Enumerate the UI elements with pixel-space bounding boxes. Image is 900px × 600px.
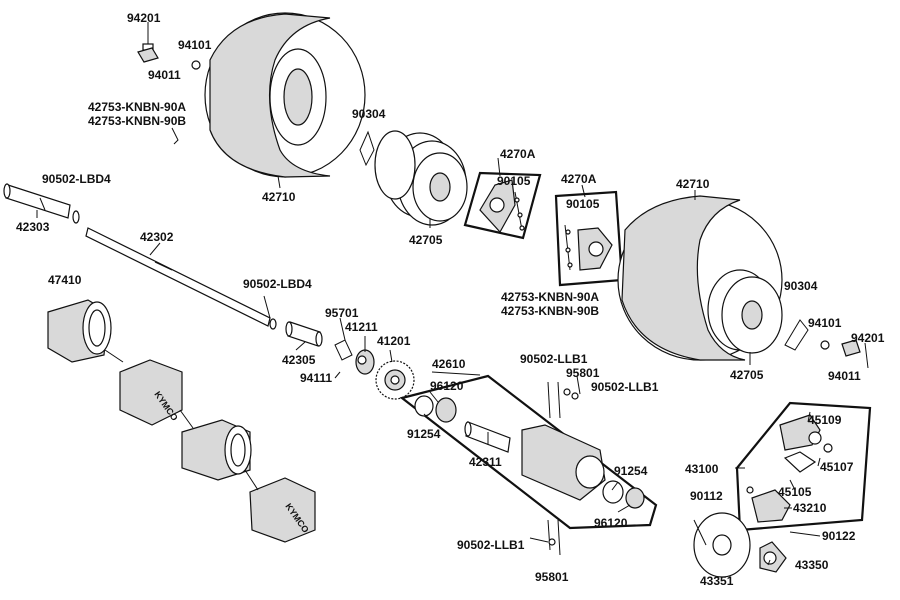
part-label: 42705: [730, 368, 764, 382]
collar-icon: [269, 318, 323, 347]
disc-hub-icon: [759, 541, 787, 573]
part-label: 42610: [432, 357, 466, 371]
valve-stem-icon: [784, 319, 869, 369]
part-label: 90112: [690, 489, 723, 503]
part-label: 41211: [345, 320, 378, 334]
part-label: 43100: [685, 462, 719, 476]
axle-housing-group: [399, 374, 658, 530]
part-label: 96120: [594, 516, 628, 530]
part-label: 95801: [535, 570, 569, 584]
part-label: 42311: [469, 455, 502, 469]
part-label: 4270A: [561, 172, 597, 186]
part-label: 45105: [778, 485, 812, 499]
protector-cover-icon: KYMCO: [119, 359, 183, 426]
part-label: 91254: [614, 464, 648, 478]
part-label: 42302: [140, 230, 174, 244]
part-label: 42753-KNBN-90A: [88, 100, 186, 114]
brake-disc-icon: [693, 512, 751, 578]
part-label: 94011: [828, 369, 861, 383]
part-label: 94101: [808, 316, 842, 330]
part-label: 42305: [282, 353, 316, 367]
part-label: 90502-LBD4: [243, 277, 312, 291]
part-label: 4270A: [500, 147, 536, 161]
sprocket-hub-icon: [334, 339, 375, 375]
part-label: 90502-LBD4: [42, 172, 111, 186]
part-label: 43351: [700, 574, 734, 588]
part-label: 90502-LLB1: [520, 352, 588, 366]
part-label: 45107: [820, 460, 854, 474]
tire-icon: [204, 12, 366, 178]
part-label: 95701: [325, 306, 359, 320]
part-label: 42303: [16, 220, 50, 234]
axle-icon: [85, 227, 271, 327]
valve-stem-icon: [137, 22, 201, 145]
part-label: 90105: [566, 197, 600, 211]
part-label: 42753-KNBN-90B: [88, 114, 186, 128]
part-label: 90105: [497, 174, 531, 188]
part-label: 90304: [352, 107, 386, 121]
part-label: 43350: [795, 558, 829, 572]
hub-assembly-group: [463, 171, 542, 240]
protector-cover-icon: [47, 299, 112, 363]
protector-cover-icon: [181, 419, 252, 481]
sprocket-icon: [375, 360, 415, 400]
part-label: 41201: [377, 334, 411, 348]
part-label: 90502-LLB1: [591, 380, 659, 394]
part-label: 96120: [430, 379, 464, 393]
part-label: 90502-LLB1: [457, 538, 525, 552]
tire-icon: [617, 195, 783, 361]
part-label: 45109: [808, 413, 842, 427]
part-label: 42705: [409, 233, 443, 247]
part-label: 94201: [127, 11, 161, 25]
part-label: 90304: [784, 279, 818, 293]
part-label: 94011: [148, 68, 181, 82]
part-label: 43210: [793, 501, 827, 515]
part-label: 42753-KNBN-90A: [501, 290, 599, 304]
part-label: 42753-KNBN-90B: [501, 304, 599, 318]
protector-cover-icon: KYMCO: [249, 477, 316, 543]
part-label: 95801: [566, 366, 600, 380]
part-label: 90122: [822, 529, 856, 543]
part-label: 91254: [407, 427, 441, 441]
part-label: 42710: [676, 177, 710, 191]
axle-sleeve-icon: [3, 183, 80, 224]
part-label: 42710: [262, 190, 296, 204]
part-label: 94101: [178, 38, 212, 52]
part-label: 47410: [48, 273, 82, 287]
part-label: 94201: [851, 331, 885, 345]
part-label: 94111: [300, 371, 332, 385]
bolt-set-icon: [547, 381, 579, 556]
wheel-rim-icon: [359, 130, 468, 226]
